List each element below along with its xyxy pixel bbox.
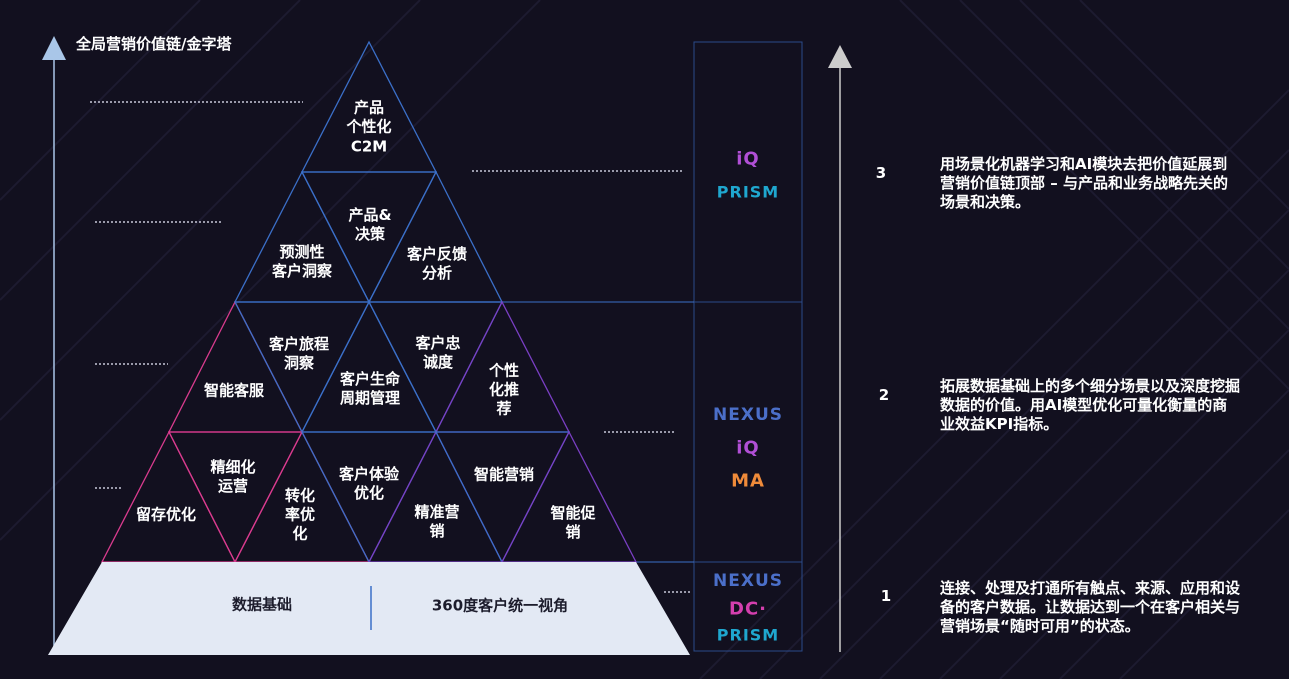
- iq-logo: iQ: [736, 437, 760, 459]
- nexus-logo: NEXUS: [713, 405, 783, 425]
- tier4-label-f: 智能营销: [473, 465, 535, 484]
- level-1-number: 1: [880, 587, 892, 605]
- tier4-label-g: 智能促 销: [550, 504, 596, 541]
- tier3-label-e: 个性 化推 荐: [488, 361, 520, 418]
- level-2-number: 2: [878, 386, 890, 404]
- right-axis-arrowhead: [828, 45, 852, 68]
- top-label-line3: C2M: [350, 137, 388, 156]
- top-label-line1: 产品: [353, 98, 385, 117]
- top-label-line2: 个性化: [346, 117, 392, 136]
- level-1-description: 连接、处理及打通所有触点、来源、应用和设备的客户数据。让数据达到一个在客户相关与…: [940, 579, 1241, 635]
- base-left-label: 数据基础: [231, 595, 293, 614]
- tier3-label-b: 客户旅程 洞察: [268, 335, 330, 372]
- product-column-box: [693, 41, 803, 652]
- diagram-title: 全局营销价值链/金字塔: [76, 35, 232, 53]
- tier2-right-label: 客户反馈 分析: [406, 245, 468, 282]
- tier3-label-a: 智能客服: [203, 381, 265, 400]
- prism-logo: PRISM: [716, 625, 780, 645]
- base-trapezoid: [48, 562, 690, 655]
- left-axis-arrowhead: [42, 36, 66, 60]
- level-2-description: 拓展数据基础上的多个细分场景以及深度挖掘数据的价值。用AI模型优化可量化衡量的商…: [940, 377, 1241, 433]
- tier4-label-c: 转化 率优 化: [284, 486, 316, 543]
- base-right-label: 360度客户统一视角: [431, 596, 569, 615]
- tier4-label-d: 客户体验 优化: [338, 465, 400, 502]
- tier3-label-c: 客户生命 周期管理: [339, 370, 401, 407]
- tier2-center-label: 产品& 决策: [348, 206, 392, 243]
- ma-logo: MA: [731, 470, 765, 492]
- tier4-label-e: 精准营 销: [414, 503, 460, 540]
- level-3-number: 3: [875, 164, 887, 182]
- tier4-label-a: 留存优化: [135, 505, 197, 524]
- tier3-label-d: 客户忠 诚度: [415, 334, 461, 371]
- level-3-description: 用场景化机器学习和AI模块去把价值延展到营销价值链顶部 – 与产品和业务战略先关…: [940, 155, 1228, 211]
- tier2-left-label: 预测性 客户洞察: [271, 243, 333, 280]
- nexus-logo: NEXUS: [713, 571, 783, 591]
- tier4-label-b: 精细化 运营: [210, 458, 256, 495]
- prism-logo: PRISM: [716, 182, 780, 202]
- dc-logo: DC·: [729, 598, 767, 620]
- iq-logo: iQ: [736, 148, 760, 170]
